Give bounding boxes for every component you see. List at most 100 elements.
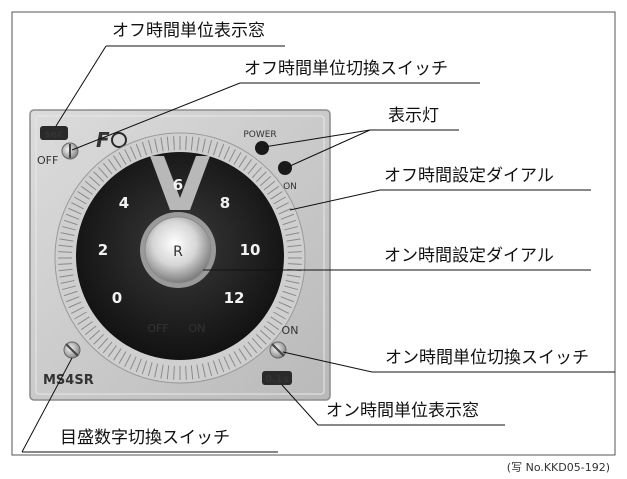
dial-knurl-tick (63, 219, 78, 226)
dial-knurl-tick (287, 244, 302, 248)
dial-knurl-tick (201, 138, 206, 153)
dial-knurl-tick (256, 171, 267, 182)
dial-knurl-tick (284, 225, 298, 231)
dial-tick-ring (58, 136, 302, 380)
dial-knurl-tick (256, 334, 267, 345)
on-unit-window (262, 371, 292, 385)
dial-knurl-tick (282, 290, 297, 297)
dial-knurl-tick (102, 162, 113, 175)
leader-off-dial-pointer (289, 189, 381, 211)
dial-knurl-tick (190, 365, 194, 380)
dial-knurl-tick (173, 136, 175, 151)
dial-knurl-tick (102, 341, 113, 354)
dial-knurl-tick (267, 185, 279, 195)
timer-device: sec F OFF POWER ON 0 2 4 6 8 10 12 (29, 109, 331, 401)
dial-knurl-tick (218, 358, 225, 373)
dial-knurl-tick (228, 354, 236, 367)
dial-numbers: 0 2 4 6 8 10 12 (98, 176, 261, 307)
dial-number: 6 (173, 176, 183, 194)
dial-knurl-tick (81, 185, 93, 195)
dial-knurl-tick (74, 311, 87, 320)
dial-knurl-tick (93, 334, 104, 345)
on-dial-knob[interactable] (144, 216, 212, 284)
leader-scale-switch-pointer (21, 357, 73, 453)
off-unit-switch[interactable] (61, 142, 79, 160)
leader-off-window-pointer (55, 45, 107, 127)
dial-knurl-tick (287, 263, 302, 265)
dial-knurl-tick (166, 365, 170, 380)
dial-knurl-tick (251, 167, 263, 179)
dial-knurl-tick (118, 351, 127, 364)
dial-knurl-tick (58, 263, 73, 265)
dial-knurl-tick (238, 348, 247, 361)
callout-on-unit-switch: オン時間単位切換スイッチ (385, 348, 589, 368)
dial-number: 4 (119, 194, 129, 212)
dial-knurl-tick (207, 362, 213, 376)
dial-knurl-tick (278, 207, 292, 215)
dial-knurl-tick (263, 325, 276, 336)
dial-knurl-tick (107, 345, 117, 357)
dial-knurl-tick (223, 356, 231, 370)
dial-knurl-tick (89, 329, 101, 341)
dial-knurl-tick (212, 141, 219, 156)
dial-knurl-tick (60, 279, 75, 284)
dial-knurl-tick (129, 356, 137, 370)
power-label: POWER (243, 130, 276, 140)
dial-knurl-tick (81, 321, 93, 331)
dial-knurl-tick (58, 268, 73, 272)
power-lamp (255, 141, 269, 155)
on-label: ON (282, 324, 299, 337)
dial-knurl-tick (77, 316, 90, 325)
dial-knurl-tick (228, 149, 236, 162)
dial-knurl-tick (212, 360, 219, 375)
dial-knurl-tick (97, 167, 109, 179)
dial-knurl-tick (218, 143, 225, 158)
dial-knurl-tick (276, 202, 289, 210)
dial-knurl-tick (68, 301, 82, 309)
scale-number-switch[interactable] (63, 341, 81, 359)
dial-knurl-tick (273, 311, 286, 320)
dial-knurl-tick (154, 138, 159, 153)
dial-knurl-tick (97, 337, 109, 349)
off-label: OFF (37, 154, 58, 167)
dial-knurl-tick (147, 362, 153, 376)
dial-knurl-tick (263, 180, 276, 191)
dial-knurl-tick (287, 251, 302, 253)
dial-knurl-tick (160, 137, 164, 152)
dial-knurl-tick (135, 143, 142, 158)
dial-knurl-tick (207, 140, 213, 154)
dial-knurl-tick (173, 365, 175, 380)
dial-number: 12 (224, 289, 245, 307)
dial-knurl-tick (147, 140, 153, 154)
dial-knurl-tick (282, 219, 297, 226)
on-unit-switch[interactable] (269, 341, 287, 359)
callout-off-unit-switch: オフ時間単位切換スイッチ (244, 59, 448, 79)
dial-knurl-tick (247, 341, 258, 354)
dial-on-mark: ON (189, 322, 206, 335)
dial-knurl-tick (135, 358, 142, 373)
callout-off-time-dial: オフ時間設定ダイアル (384, 166, 554, 186)
dial-number: 0 (112, 289, 122, 307)
dial-knurl-tick (71, 306, 84, 314)
dial-knurl-tick (196, 137, 200, 152)
dial-knurl-tick (124, 354, 132, 367)
dial-knurl-tick (58, 244, 73, 248)
callout-indicator-lamp: 表示灯 (388, 106, 439, 126)
leader-lines (21, 45, 615, 453)
dial-knurl-tick (185, 365, 187, 380)
dial-off-mark: OFF (147, 322, 168, 335)
dial-knurl-tick (270, 316, 283, 325)
dial-knurl-tick (196, 364, 200, 379)
dial-pointer (150, 156, 210, 210)
brand-logo: F (96, 128, 110, 152)
dial-knurl-tick (107, 159, 117, 171)
dial-knurl-tick (59, 238, 74, 242)
dial-knurl-tick (113, 155, 122, 168)
dial-knurl-tick (113, 348, 122, 361)
dial-knurl-tick (118, 152, 127, 165)
leader-lamp-pointer-1 (263, 129, 371, 148)
on-lamp-label: ON (283, 182, 297, 192)
dial-knurl-tick (63, 290, 78, 297)
dial-knurl-tick (60, 232, 75, 237)
